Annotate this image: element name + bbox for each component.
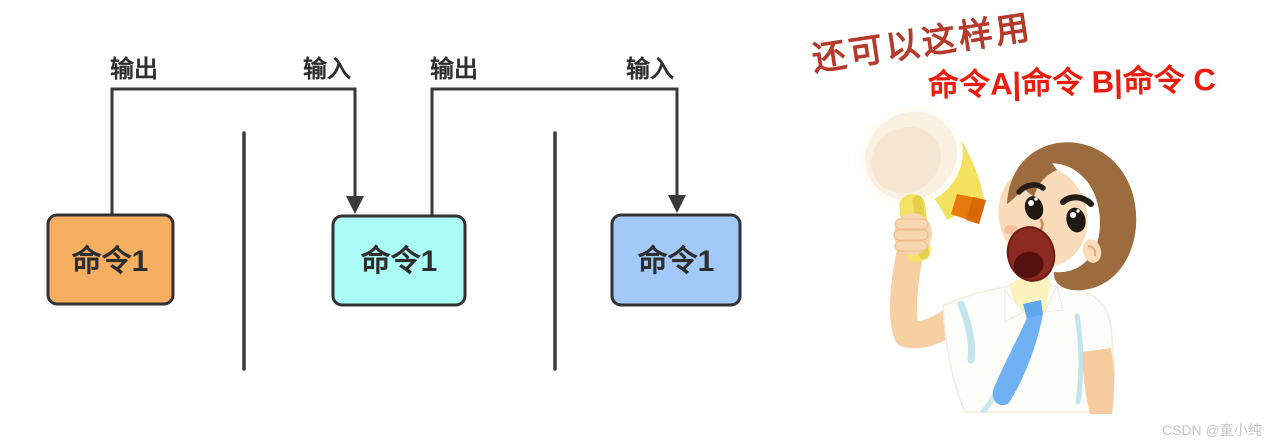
command-box-2-label: 命令1 <box>361 244 438 278</box>
hand <box>893 213 932 255</box>
label-output-1: 输出 <box>110 55 158 83</box>
finger-1 <box>894 218 929 230</box>
command-box-1 <box>46 213 175 306</box>
eye-right-shine-2 <box>1076 209 1080 213</box>
tie-knot <box>1023 300 1043 319</box>
label-output-2: 输出 <box>430 55 478 83</box>
ear-line <box>1087 245 1097 257</box>
sleeve-seam-right <box>1074 313 1084 405</box>
ear <box>1082 239 1102 263</box>
eyebrow-left <box>1016 182 1046 195</box>
eye-right-shine <box>1069 211 1077 219</box>
finger-2 <box>893 229 929 241</box>
tie-body <box>992 314 1043 406</box>
eye-left-shine-2 <box>1034 197 1038 201</box>
command-box-1-label: 命令1 <box>72 244 149 278</box>
label-input-1: 输入 <box>303 55 351 83</box>
megaphone-mouthpiece-shade <box>966 197 986 224</box>
megaphone <box>859 105 986 262</box>
watermark: CSDN @童小纯 <box>1162 422 1262 438</box>
command-box-3 <box>610 213 742 307</box>
collar-flap-left <box>1004 288 1024 323</box>
mouth-inner <box>1013 251 1044 279</box>
command-box-2 <box>331 214 467 307</box>
label-input-2: 输入 <box>626 55 674 83</box>
megaphone-opening-shade <box>871 126 941 194</box>
eye-left-shine <box>1028 200 1034 206</box>
nose <box>1039 218 1044 231</box>
connector-output2-to-input3 <box>430 87 686 216</box>
sleeve-shade-left <box>957 300 975 364</box>
command-box-3-label: 命令1 <box>638 244 715 278</box>
eyebrow-right <box>1060 194 1094 207</box>
connector-output1-to-input2 <box>110 87 364 215</box>
head <box>998 142 1137 291</box>
hair <box>1007 142 1137 291</box>
pipe-flow-diagram: 输出 输入 输出 输入 命令1 命令1 命令1 <box>46 55 742 371</box>
right-arm <box>1082 348 1115 414</box>
body <box>942 260 1115 414</box>
mouth <box>1006 226 1056 282</box>
boy-megaphone-illustration <box>859 105 1137 414</box>
finger-3 <box>894 240 928 252</box>
collar-flap-right <box>1044 284 1064 313</box>
